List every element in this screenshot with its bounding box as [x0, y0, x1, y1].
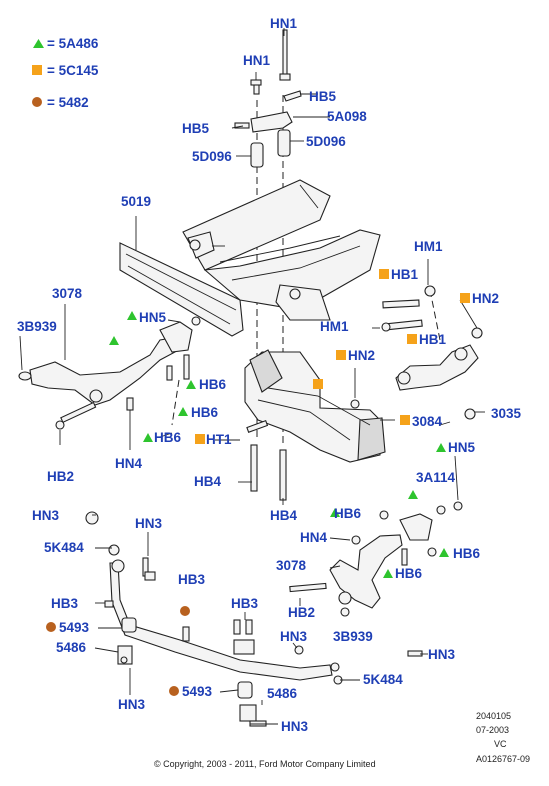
5a486-marker-icon [330, 508, 340, 517]
drawing-ref: A0126767-09 [476, 754, 530, 764]
label-hb4: HB4 [270, 508, 297, 523]
label-hn4: HN4 [300, 530, 327, 545]
label-3084: 3084 [412, 414, 443, 429]
label-hb2: HB2 [47, 469, 74, 484]
label-hn2: HN2 [472, 291, 499, 306]
5c145-marker-icon [313, 379, 323, 389]
5c145-marker-icon [195, 434, 205, 444]
label-hb6: HB6 [453, 546, 480, 561]
label-hb6: HB6 [334, 506, 361, 521]
5c145-marker-icon [460, 293, 470, 303]
label-5486: 5486 [56, 640, 87, 655]
upper-control-arm-3084 [350, 285, 485, 420]
legend-5482: = 5482 [47, 95, 89, 110]
label-5d096: 5D096 [192, 149, 232, 164]
label-5486: 5486 [267, 686, 298, 701]
label-5d096: 5D096 [306, 134, 346, 149]
label-hn2: HN2 [348, 348, 375, 363]
label-3078: 3078 [276, 558, 307, 573]
label-hn3: HN3 [280, 629, 307, 644]
label-hn1: HN1 [270, 16, 297, 31]
footer: © Copyright, 2003 - 2011, Ford Motor Com… [154, 711, 530, 769]
label-hb5: HB5 [182, 121, 209, 136]
label-hb1: HB1 [419, 332, 446, 347]
label-hb6: HB6 [395, 566, 422, 581]
legend-triangle-icon [33, 39, 44, 48]
drawing-date: 07-2003 [476, 725, 509, 735]
legend: = 5A486 = 5C145 = 5482 [32, 36, 99, 110]
5a486-marker-icon [383, 569, 393, 578]
label-5k484: 5K484 [363, 672, 403, 687]
5c145-marker-icon [407, 334, 417, 344]
label-hb6: HB6 [191, 405, 218, 420]
label-hn3: HN3 [281, 719, 308, 734]
5a486-marker-icon [143, 433, 153, 442]
5c145-marker-icon [379, 269, 389, 279]
5a486-marker-icon [408, 490, 418, 499]
lower-cradle [238, 349, 386, 505]
subframe-5019 [119, 179, 381, 337]
lower-control-arm-3078-right [289, 501, 463, 617]
5a486-marker-icon [186, 380, 196, 389]
5a486-marker-icon [109, 336, 119, 345]
label-hb6: HB6 [199, 377, 226, 392]
label-hn5: HN5 [139, 310, 166, 325]
label-5493: 5493 [182, 684, 213, 699]
legend-5c145: = 5C145 [47, 63, 99, 78]
drawing-code: 2040105 [476, 711, 511, 721]
leader-lines [19, 28, 478, 705]
label-5k484: 5K484 [44, 540, 84, 555]
5a486-marker-icon [178, 407, 188, 416]
label-hn3: HN3 [32, 508, 59, 523]
label-hb5: HB5 [309, 89, 336, 104]
label-ht1: HT1 [206, 432, 232, 447]
copyright-text: © Copyright, 2003 - 2011, Ford Motor Com… [154, 759, 376, 769]
label-3b939: 3B939 [333, 629, 373, 644]
drawing-vc: VC [494, 739, 507, 749]
5c145-marker-icon [400, 415, 410, 425]
label-hn5: HN5 [448, 440, 475, 455]
label-hb6: HB6 [154, 430, 181, 445]
label-3078: 3078 [52, 286, 83, 301]
label-5493: 5493 [59, 620, 90, 635]
5a486-marker-icon [127, 311, 137, 320]
label-hn3: HN3 [118, 697, 145, 712]
5c145-marker-icon [336, 350, 346, 360]
label-5a098: 5A098 [327, 109, 367, 124]
label-hb3: HB3 [178, 572, 205, 587]
5482-marker-icon [169, 686, 179, 696]
label-hb3: HB3 [51, 596, 78, 611]
label-hm1: HM1 [414, 239, 443, 254]
5482-marker-icon [46, 622, 56, 632]
label-hb2: HB2 [288, 605, 315, 620]
lower-control-arm-3078-left [18, 316, 201, 450]
legend-circle-icon [32, 97, 42, 107]
label-hn3: HN3 [428, 647, 455, 662]
stabilizer-bar [85, 511, 428, 727]
label-3b939: 3B939 [17, 319, 57, 334]
label-hn4: HN4 [115, 456, 142, 471]
label-5019: 5019 [121, 194, 151, 209]
label-3035: 3035 [491, 406, 522, 421]
part-labels: HN1 HN1 HB5 HB5 5A098 5D096 5D096 5019 3… [17, 16, 522, 734]
legend-square-icon [32, 65, 42, 75]
legend-5a486: = 5A486 [47, 36, 99, 51]
label-hn3: HN3 [135, 516, 162, 531]
label-hb4: HB4 [194, 474, 221, 489]
label-hn1: HN1 [243, 53, 270, 68]
5a486-marker-icon [439, 548, 449, 557]
label-hm1: HM1 [320, 319, 349, 334]
markers [46, 269, 470, 696]
5482-marker-icon [180, 606, 190, 616]
label-hb3: HB3 [231, 596, 258, 611]
label-3a114: 3A114 [416, 470, 456, 485]
label-hb1: HB1 [391, 267, 418, 282]
upper-mount-assembly [231, 29, 330, 168]
5a486-marker-icon [436, 443, 446, 452]
